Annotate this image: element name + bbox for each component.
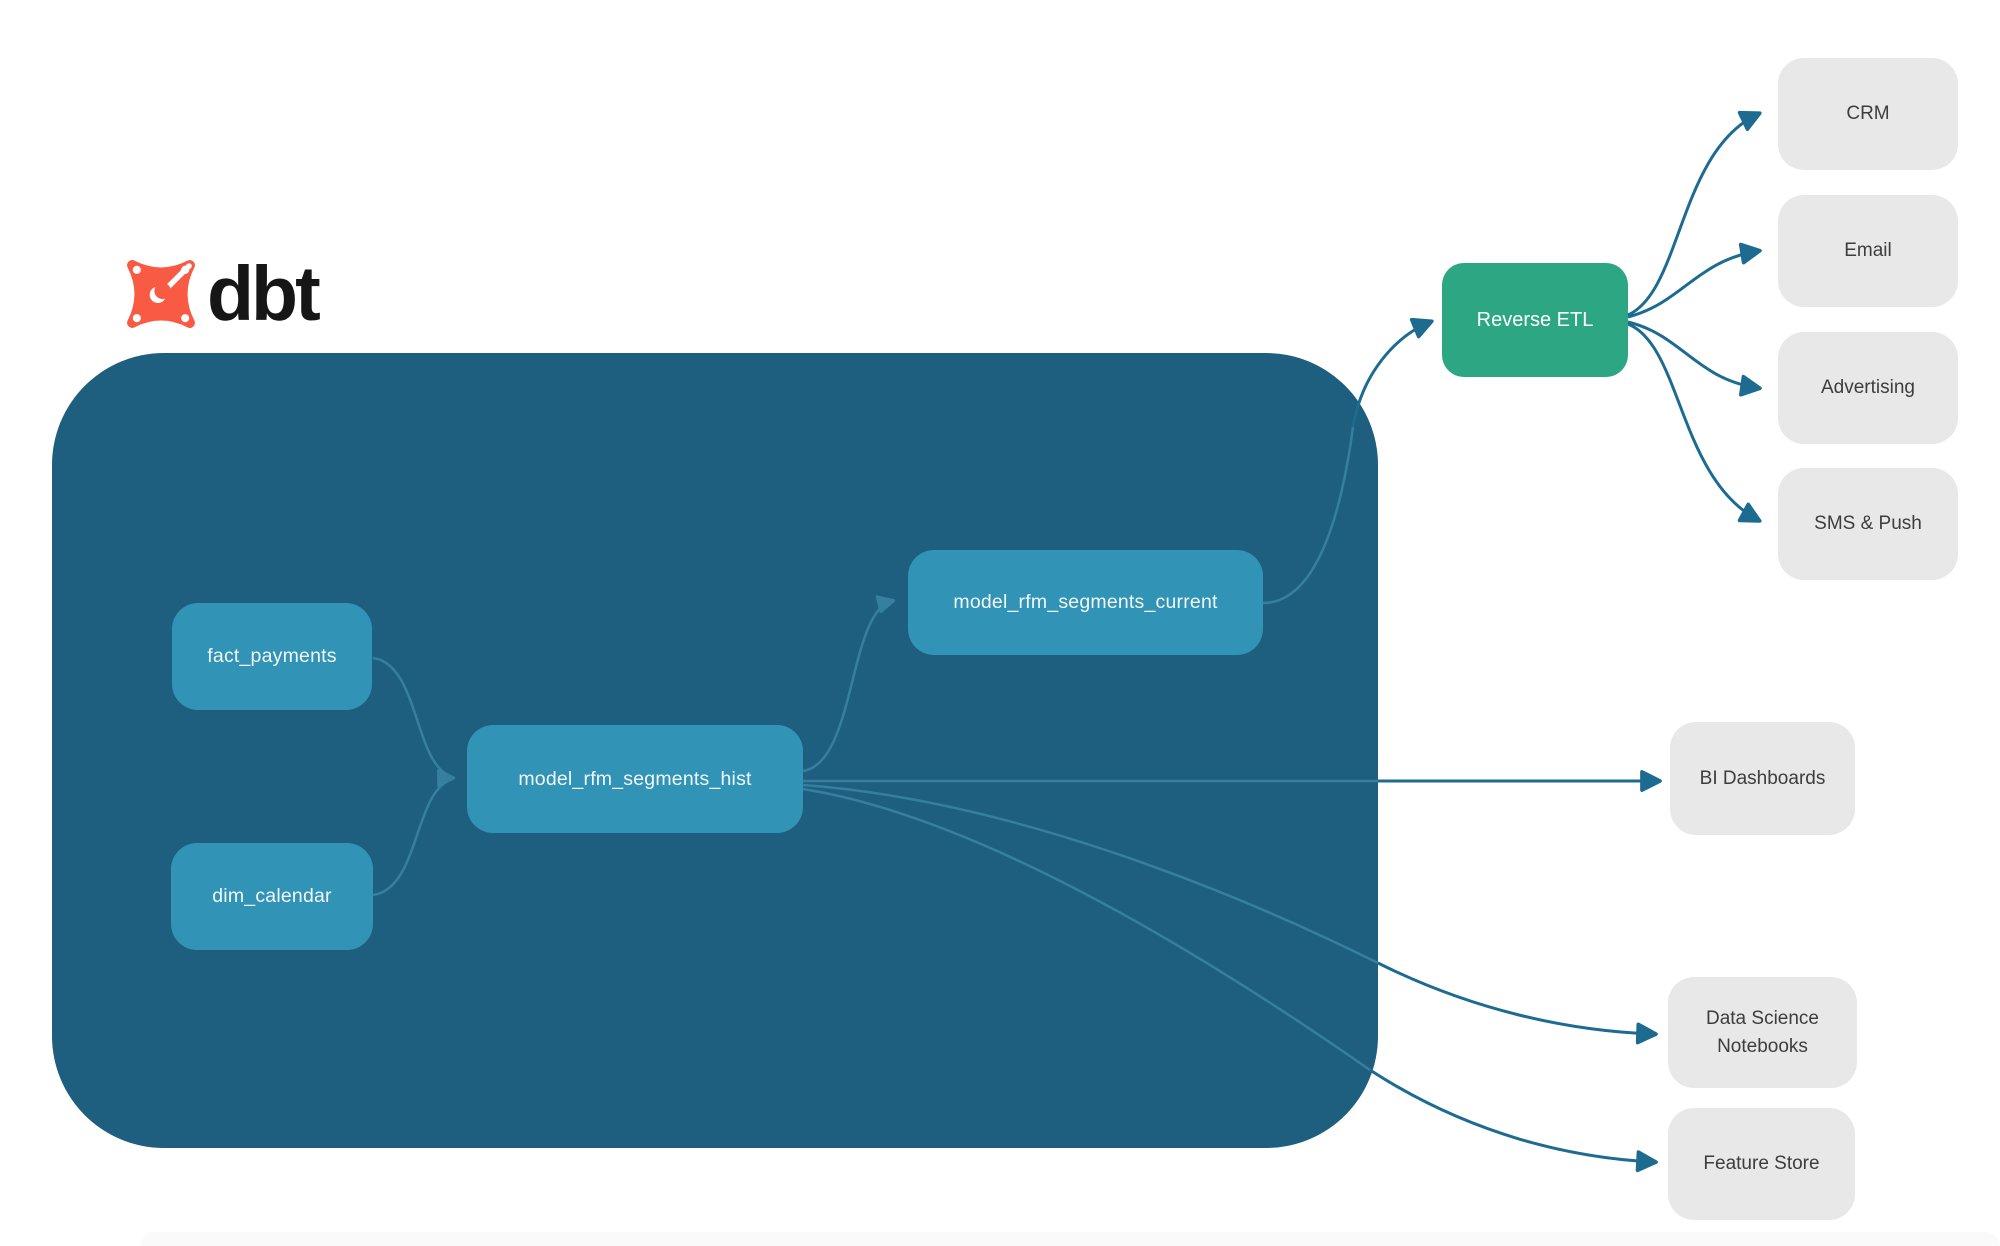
node-fact-payments: fact_payments bbox=[172, 603, 372, 710]
edge-retl-to-crm bbox=[1627, 110, 1762, 317]
edge-current-to-retl bbox=[1351, 317, 1434, 428]
node-dim-calendar: dim_calendar bbox=[171, 843, 373, 950]
edge-hist-to-current bbox=[802, 595, 896, 773]
node-label: Data Science Notebooks bbox=[1705, 1007, 1819, 1057]
edge-hist-to-fs-inside bbox=[802, 787, 1371, 1072]
edge-retl-to-advertising bbox=[1627, 320, 1762, 397]
node-label: Email bbox=[1844, 240, 1892, 262]
node-reverse-etl: Reverse ETL bbox=[1442, 263, 1628, 377]
node-bi-dashboards: BI Dashboards bbox=[1670, 722, 1855, 835]
node-label: dim_calendar bbox=[212, 885, 332, 907]
node-label: model_rfm_segments_hist bbox=[518, 767, 752, 790]
node-label: Reverse ETL bbox=[1476, 308, 1594, 331]
edge-dim-to-hist bbox=[372, 779, 449, 897]
edge-retl-to-sms bbox=[1627, 322, 1762, 523]
next-section-strip bbox=[140, 1232, 2000, 1246]
node-model-rfm-segments-current: model_rfm_segments_current bbox=[908, 550, 1263, 655]
node-label: Feature Store bbox=[1703, 1153, 1820, 1175]
edge-current-to-retl-inside bbox=[1262, 426, 1355, 605]
node-label: fact_payments bbox=[207, 645, 337, 667]
edge-hist-to-fs bbox=[1369, 1068, 1658, 1173]
node-label: Advertising bbox=[1821, 377, 1915, 399]
edge-retl-to-email bbox=[1627, 242, 1762, 319]
node-sms-push: SMS & Push bbox=[1778, 468, 1958, 580]
node-feature-store: Feature Store bbox=[1668, 1108, 1855, 1220]
node-label: BI Dashboards bbox=[1699, 767, 1826, 789]
dbt-pinwheel-icon bbox=[127, 260, 195, 328]
edge-hist-to-ds-inside bbox=[802, 783, 1379, 965]
node-label: model_rfm_segments_current bbox=[953, 591, 1218, 613]
dbt-logo: dbt bbox=[122, 251, 321, 337]
node-data-science-notebooks: Data Science Notebooks bbox=[1668, 977, 1857, 1088]
node-crm: CRM bbox=[1778, 58, 1958, 170]
node-email: Email bbox=[1778, 195, 1958, 307]
edge-fact-to-hist bbox=[372, 656, 449, 777]
node-label: SMS & Push bbox=[1814, 513, 1922, 535]
node-label: CRM bbox=[1846, 103, 1890, 125]
node-advertising: Advertising bbox=[1778, 332, 1958, 444]
dbt-wordmark: dbt bbox=[207, 251, 321, 337]
node-model-rfm-segments-hist: model_rfm_segments_hist bbox=[467, 725, 803, 833]
edge-hist-to-ds bbox=[1377, 961, 1658, 1045]
